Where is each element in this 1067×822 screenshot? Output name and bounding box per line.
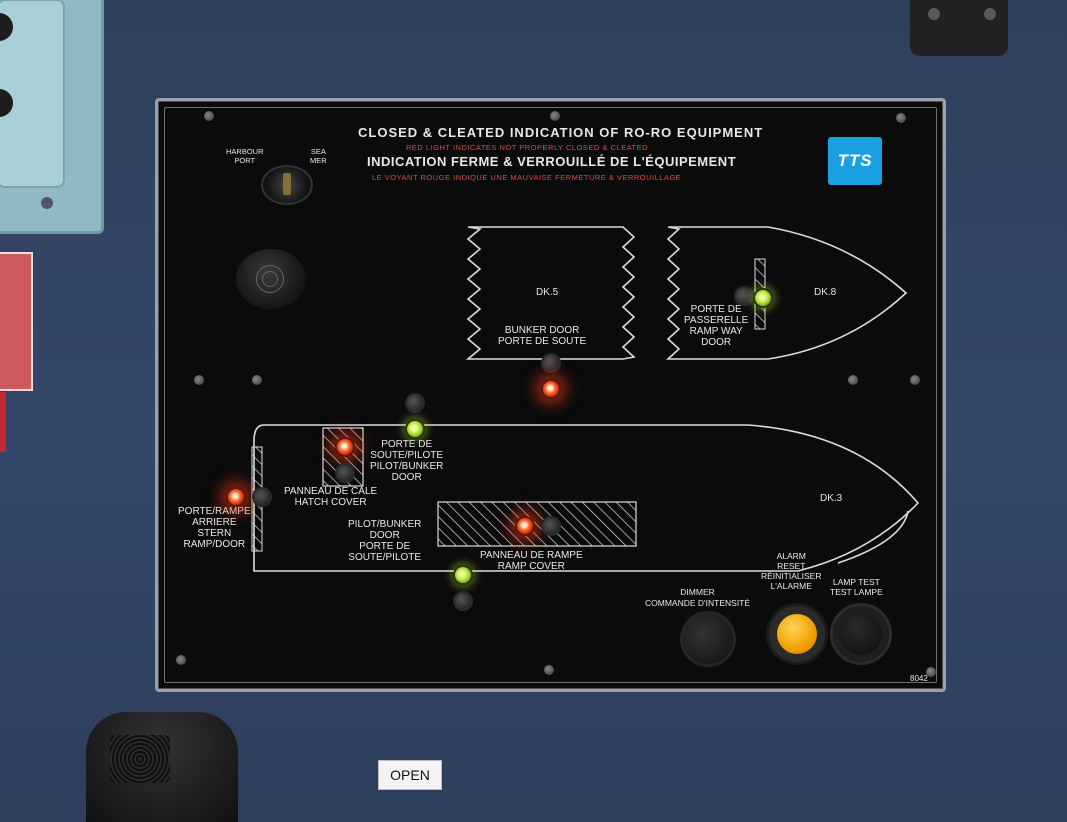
side-module-screw — [41, 197, 53, 209]
panel-screw — [176, 655, 186, 665]
alarm-button-cap — [777, 614, 817, 654]
buzzer-ring — [256, 265, 284, 293]
soute-pilote-lower-lamp — [453, 565, 473, 585]
panel-screw — [550, 111, 560, 121]
panel-screw — [194, 375, 204, 385]
dk5-outline — [465, 226, 636, 360]
panel-subtitle-fr: LE VOYANT ROUGE INDIQUE UNE MAUVAISE FER… — [372, 173, 682, 182]
panel-screw — [544, 665, 554, 675]
open-label: OPEN — [378, 760, 442, 790]
soute-pilote-lower-off-lamp — [453, 591, 473, 611]
ramp-cover-off-lamp — [541, 516, 561, 536]
passerelle-lamp — [753, 288, 773, 308]
microphone-grille — [110, 735, 170, 783]
panel-screw — [252, 375, 262, 385]
bracket-screw — [984, 8, 996, 20]
alarm-reset-button[interactable] — [766, 603, 828, 665]
dk5-label: DK.5 — [536, 287, 559, 298]
hatch-cover-lamp — [335, 437, 355, 457]
tts-logo: TTS — [828, 137, 882, 185]
panel-screw — [896, 113, 906, 123]
panel-screw — [848, 375, 858, 385]
dk8-label: DK.8 — [814, 287, 837, 298]
side-control-module — [0, 0, 104, 234]
panel-screw — [926, 667, 936, 677]
dk3-outline — [253, 424, 920, 572]
dk3-label: DK.3 — [820, 493, 843, 504]
red-warning-strip — [0, 392, 6, 452]
serial-number: 8042 — [910, 674, 928, 683]
stern-ramp-off-lamp — [252, 487, 272, 507]
alarm-buzzer — [236, 249, 306, 309]
soute-pilote-upper-off-lamp — [405, 393, 425, 413]
indication-panel: CLOSED & CLEATED INDICATION OF RO-RO EQU… — [155, 98, 946, 692]
mounting-bracket — [910, 0, 1008, 56]
side-knob-top[interactable] — [0, 13, 13, 41]
hatch-cover-off-lamp — [335, 463, 355, 483]
passerelle-off-lamp — [734, 286, 754, 306]
bunker-door-lamp — [541, 379, 561, 399]
red-warning-plate — [0, 252, 33, 391]
dk3-bow-line — [837, 510, 909, 564]
harbour-sea-keyswitch[interactable] — [261, 165, 313, 205]
lamp-test-button[interactable] — [830, 603, 892, 665]
panel-title-fr: INDICATION FERME & VERROUILLÉ DE L'ÉQUIP… — [367, 154, 737, 169]
ramp-cover-lamp — [515, 516, 535, 536]
dk8-outline — [665, 226, 908, 360]
ramp-cover-hatch — [437, 501, 637, 547]
bracket-screw — [928, 8, 940, 20]
panel-border — [164, 107, 937, 683]
panel-title-en: CLOSED & CLEATED INDICATION OF RO-RO EQU… — [358, 125, 764, 140]
side-knob-bottom[interactable] — [0, 89, 13, 117]
panel-screw — [204, 111, 214, 121]
dimmer-knob[interactable] — [680, 611, 736, 667]
bunker-door-off-lamp — [541, 353, 561, 373]
panel-screw — [910, 375, 920, 385]
soute-pilote-upper-lamp — [405, 419, 425, 439]
key-icon — [283, 173, 291, 195]
lamp-test-button-cap — [840, 613, 882, 655]
panel-subtitle-en: RED LIGHT INDICATES NOT PROPERLY CLOSED … — [406, 143, 649, 152]
stern-ramp-lamp — [226, 487, 246, 507]
